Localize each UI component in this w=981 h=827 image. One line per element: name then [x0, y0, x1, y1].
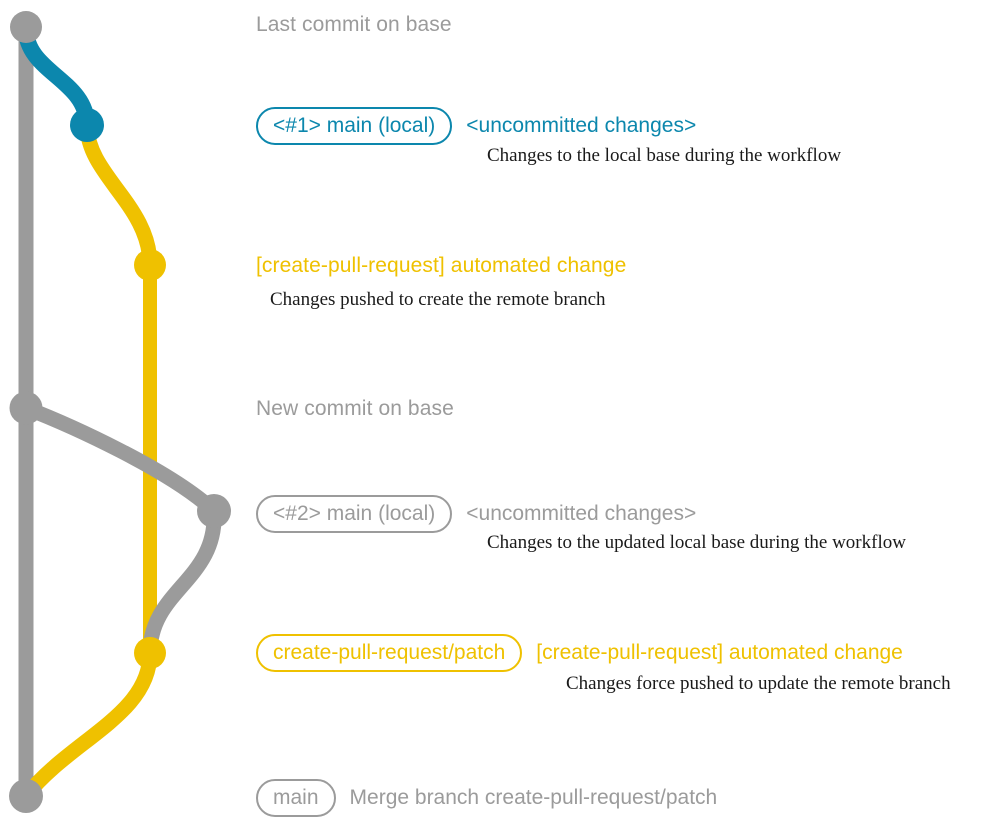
commit-row-local-1: <#1> main (local) <uncommitted changes> [256, 107, 696, 145]
edge-local-1-to-patch-1 [79, 117, 158, 273]
commit-subject-last-base: Last commit on base [256, 13, 452, 36]
commit-subject-local-2: <uncommitted changes> [466, 502, 697, 525]
commit-subject-local-1: <uncommitted changes> [466, 114, 697, 137]
commit-node-automated-1[interactable] [134, 249, 166, 281]
edge-patch-2-to-merge [18, 645, 158, 804]
commit-row-merge: main Merge branch create-pull-request/pa… [256, 779, 717, 817]
commit-description-local-1: Changes to the local base during the wor… [487, 145, 842, 166]
branch-badge-create-pull-request-patch[interactable]: create-pull-request/patch [256, 634, 523, 672]
commit-node-merge[interactable] [9, 779, 43, 813]
commit-subject-automated-2: [create-pull-request] automated change [536, 641, 903, 664]
commit-node-automated-2[interactable] [134, 637, 166, 669]
edge-local-2-to-patch-2 [142, 503, 222, 661]
branch-badge-main-local-1[interactable]: <#1> main (local) [256, 107, 453, 145]
commit-node-last-base[interactable] [10, 11, 42, 43]
commit-row-automated-1: [create-pull-request] automated change [256, 254, 626, 278]
branch-badge-main[interactable]: main [256, 779, 336, 817]
commit-subject-new-base: New commit on base [256, 397, 454, 420]
commit-description-automated-2: Changes force pushed to update the remot… [566, 673, 951, 694]
commit-row-automated-2: create-pull-request/patch [create-pull-r… [256, 634, 903, 672]
branch-badge-main-local-2[interactable]: <#2> main (local) [256, 495, 453, 533]
commit-row-last-base: Last commit on base [256, 13, 452, 37]
commit-row-local-2: <#2> main (local) <uncommitted changes> [256, 495, 696, 533]
commit-row-new-base: New commit on base [256, 397, 454, 421]
commit-node-local-2[interactable] [197, 494, 231, 528]
commit-subject-automated-1: [create-pull-request] automated change [256, 254, 627, 277]
commit-description-automated-1: Changes pushed to create the remote bran… [270, 289, 606, 310]
commit-subject-merge: Merge branch create-pull-request/patch [349, 786, 718, 809]
commit-node-local-1[interactable] [70, 108, 104, 142]
commit-description-local-2: Changes to the updated local base during… [487, 532, 906, 553]
commit-node-new-base[interactable] [9, 391, 43, 425]
edge-base-to-local-2 [18, 400, 222, 519]
